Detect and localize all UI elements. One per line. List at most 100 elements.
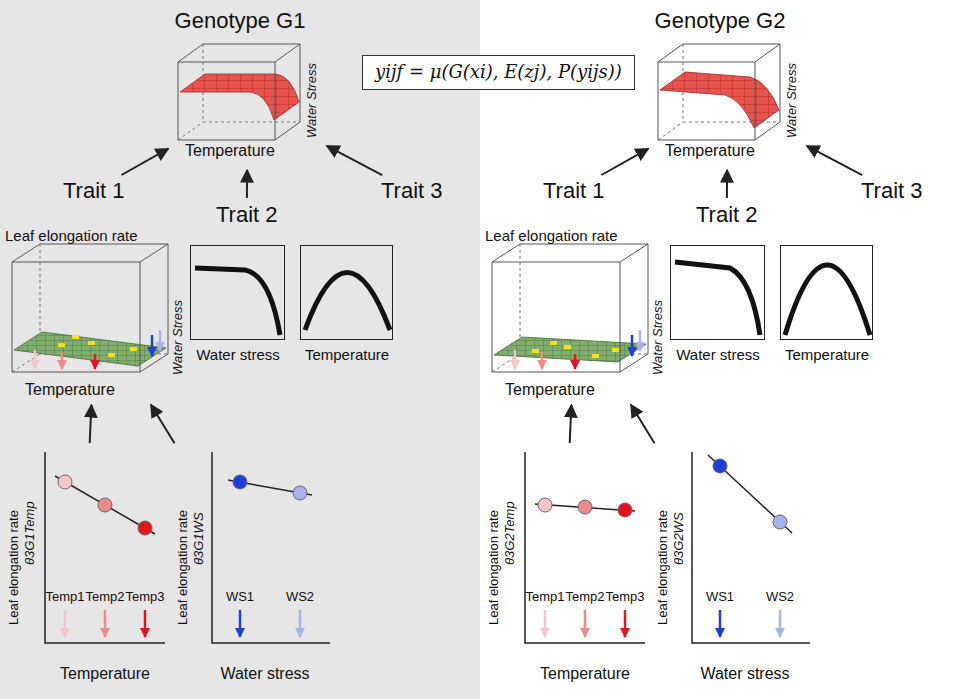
trait-label: Trait 1 <box>540 176 608 205</box>
reaction-norm-plot: Leaf elongation rateθ3G2WS WS1 WS2Water st… <box>652 445 810 692</box>
label-text: WS2 <box>286 590 314 605</box>
label-text: Water Stress <box>651 300 666 375</box>
label-text: Water Stress <box>785 63 800 138</box>
label-text: Temperature <box>60 665 150 683</box>
data-dot <box>773 515 787 529</box>
label-text: Water Stress <box>305 63 320 138</box>
data-dot <box>98 498 112 512</box>
surface-plot: Temperature Water Stress <box>650 40 805 168</box>
connector-arrow <box>807 146 862 175</box>
label-text: Temp1 <box>525 590 564 605</box>
label-text: Leaf elongation rate <box>487 510 502 625</box>
reaction-norm-plot: Leaf elongation rateθ3G1TempTemp1Temp2Te… <box>3 445 165 692</box>
trait-text: Trait 3 <box>381 178 443 203</box>
response-curve-box: Temperature <box>780 245 873 340</box>
data-dot <box>538 498 552 512</box>
genotype-g2-figures <box>492 44 870 643</box>
trait-surface <box>494 337 646 362</box>
label-text: Leaf elongation rate <box>176 510 191 625</box>
data-dot <box>713 459 727 473</box>
data-dot <box>233 475 247 489</box>
label-text: Temp2 <box>85 590 124 605</box>
connector-arrow <box>90 405 92 443</box>
label-text: Water stress <box>676 346 760 363</box>
label-text: θ3G2WS <box>672 512 687 565</box>
reaction-norm <box>55 476 155 534</box>
label-text: θ3G1Temp <box>23 501 38 565</box>
surface-plot: Temperature Water Stress <box>170 40 325 168</box>
trait-surface <box>14 332 166 366</box>
label-text: Temperature <box>25 381 115 399</box>
label-text: Temperature <box>305 346 389 363</box>
formula-box: yijf = μ(G(xi), E(zj), P(yijs)) <box>362 55 635 90</box>
label-text: Temperature <box>540 665 630 683</box>
response-curve-box: Water stress <box>190 245 285 340</box>
grey-band <box>0 0 480 699</box>
label-text: Temperature <box>785 346 869 363</box>
label-text: Water stress <box>700 665 789 683</box>
label-text: Temperature <box>505 381 595 399</box>
trait-label: Trait 3 <box>858 176 926 205</box>
label-text: Temp3 <box>125 590 164 605</box>
trait-label: Trait 2 <box>213 200 281 229</box>
response-curve <box>785 265 870 335</box>
trait-text: Trait 3 <box>861 178 923 203</box>
connector-arrow <box>602 149 649 175</box>
label-text: Temperature <box>185 142 275 160</box>
label-text: WS1 <box>706 590 734 605</box>
formula-text: yijf = μ(G(xi), E(zj), P(yijs)) <box>375 62 622 83</box>
response-curve-box: Water stress <box>670 245 765 340</box>
response-curve <box>195 268 280 335</box>
trait-text: Trait 2 <box>696 202 758 227</box>
surface-cells <box>58 335 137 357</box>
trait-text: Trait 1 <box>63 178 125 203</box>
trait-label: Trait 2 <box>693 200 761 229</box>
data-dot <box>293 486 307 500</box>
response-curve <box>305 273 390 331</box>
connector-arrow <box>122 149 169 175</box>
label-text: Leaf elongation rate <box>485 227 618 244</box>
panel-title: Genotype G1 <box>175 8 306 33</box>
connector-arrow <box>570 405 572 443</box>
connector-arrow <box>246 170 248 198</box>
genotype-panel: Genotype G2TemperatureWater StressTrait … <box>480 0 961 699</box>
connector-arrow <box>631 405 655 444</box>
label-text: Leaf elongation rate <box>7 510 22 625</box>
response-curve-box: Temperature <box>300 245 393 340</box>
response-surface <box>180 74 299 120</box>
trait-text: Trait 2 <box>216 202 278 227</box>
label-text: θ3G1WS <box>192 512 207 565</box>
reaction-norm <box>708 455 792 533</box>
label-text: Temp2 <box>565 590 604 605</box>
data-dot <box>138 521 152 535</box>
data-dot <box>578 500 592 514</box>
label-text: Temp3 <box>605 590 644 605</box>
label-text: Water Stress <box>171 300 186 375</box>
panel-title: Genotype G2 <box>655 8 786 33</box>
reaction-norm-plot: Leaf elongation rateθ3G1WS WS1 WS2Water st… <box>172 445 330 692</box>
label-text: θ3G2Temp <box>503 501 518 565</box>
label-text: Temperature <box>665 142 755 160</box>
connector-arrow <box>327 146 382 175</box>
label-text: Temp1 <box>45 590 84 605</box>
data-dot <box>618 503 632 517</box>
label-text: WS1 <box>226 590 254 605</box>
trait-surface-plot: Leaf elongation rateTemperature Water Str… <box>483 225 668 403</box>
reaction-norm-plot: Leaf elongation rateθ3G2TempTemp1Temp2Te… <box>483 445 645 692</box>
connector-arrow <box>151 405 175 444</box>
trait-text: Trait 1 <box>543 178 605 203</box>
label-text: Leaf elongation rate <box>656 510 671 625</box>
response-curve <box>675 262 760 335</box>
genotype-panel: Genotype G1TemperatureWater StressTrait … <box>0 0 480 699</box>
response-surface <box>660 72 779 128</box>
label-text: Leaf elongation rate <box>5 227 138 244</box>
data-dot <box>58 475 72 489</box>
label-text: WS2 <box>766 590 794 605</box>
label-text: Water stress <box>220 665 309 683</box>
connector-arrow <box>726 170 728 198</box>
trait-surface-plot: Leaf elongation rateTemperature Water Str… <box>3 225 188 403</box>
genotype-g1-figures <box>12 44 390 643</box>
trait-label: Trait 1 <box>60 176 128 205</box>
trait-label: Trait 3 <box>378 176 446 205</box>
label-text: Water stress <box>196 346 280 363</box>
